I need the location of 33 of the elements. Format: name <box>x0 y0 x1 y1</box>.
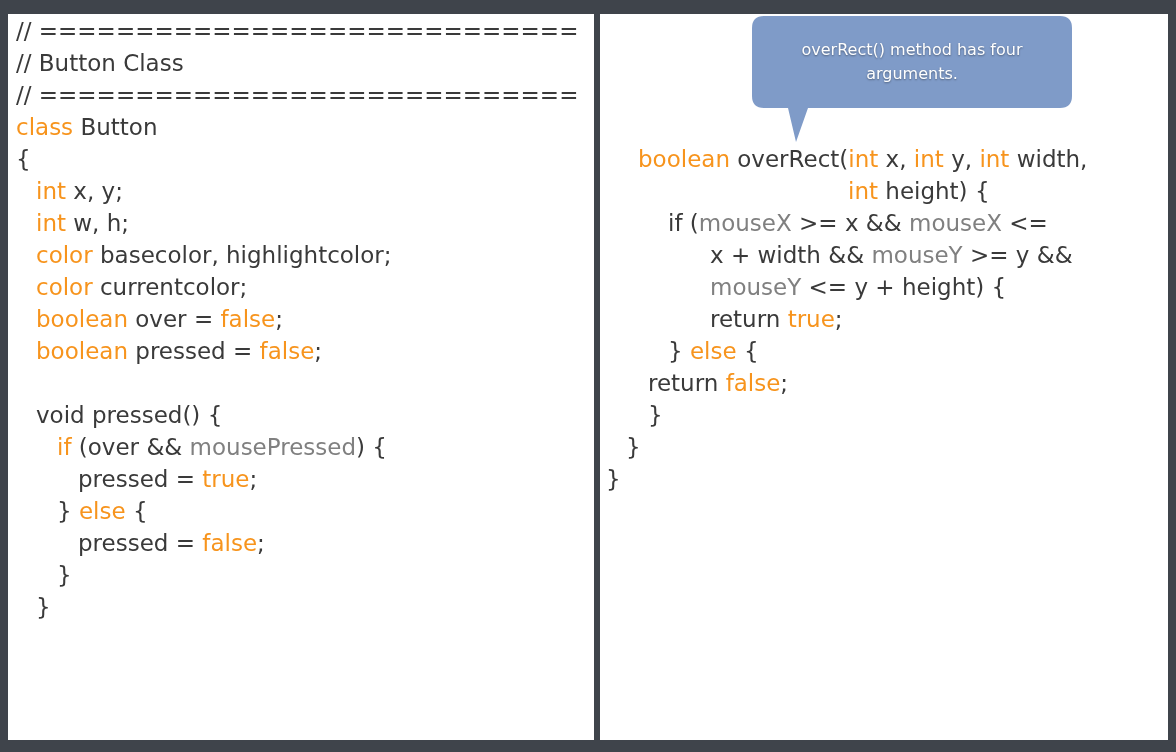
code-line: // Button Class <box>16 49 184 78</box>
speech-bubble <box>752 16 1072 142</box>
code-line: x + width && mouseY >= y && <box>710 241 1073 270</box>
code-line: { <box>16 145 31 174</box>
code-line: int w, h; <box>36 209 130 238</box>
code-panel <box>8 14 594 740</box>
code-line: int x, y; <box>36 177 123 206</box>
code-line: class Button <box>16 113 158 142</box>
code-line: } else { <box>668 337 759 366</box>
code-line: // ============================ <box>16 17 579 46</box>
code-line: } <box>57 561 72 590</box>
code-line: } <box>648 401 663 430</box>
code-line: } <box>606 465 621 494</box>
callout-text: overRect() method has four arguments. <box>800 39 1024 85</box>
code-line: boolean over = false; <box>36 305 283 334</box>
code-line: if (mouseX >= x && mouseX <= <box>668 209 1048 238</box>
code-line: boolean overRect(int x, int y, int width, <box>638 145 1088 174</box>
code-line: // ============================ <box>16 81 579 110</box>
code-line: boolean pressed = false; <box>36 337 323 366</box>
code-line: pressed = false; <box>78 529 265 558</box>
code-line: return false; <box>648 369 789 398</box>
code-panel <box>600 14 1168 740</box>
code-line: mouseY <= y + height) { <box>710 273 1007 302</box>
code-line: if (over && mousePressed) { <box>57 433 387 462</box>
code-line: int height) { <box>848 177 990 206</box>
code-line: color currentcolor; <box>36 273 248 302</box>
code-line: pressed = true; <box>78 465 258 494</box>
code-line: color basecolor, highlightcolor; <box>36 241 392 270</box>
code-line: } <box>626 433 641 462</box>
code-line: return true; <box>710 305 843 334</box>
code-line: void pressed() { <box>36 401 223 430</box>
code-line: } else { <box>57 497 148 526</box>
code-line: } <box>36 593 51 622</box>
